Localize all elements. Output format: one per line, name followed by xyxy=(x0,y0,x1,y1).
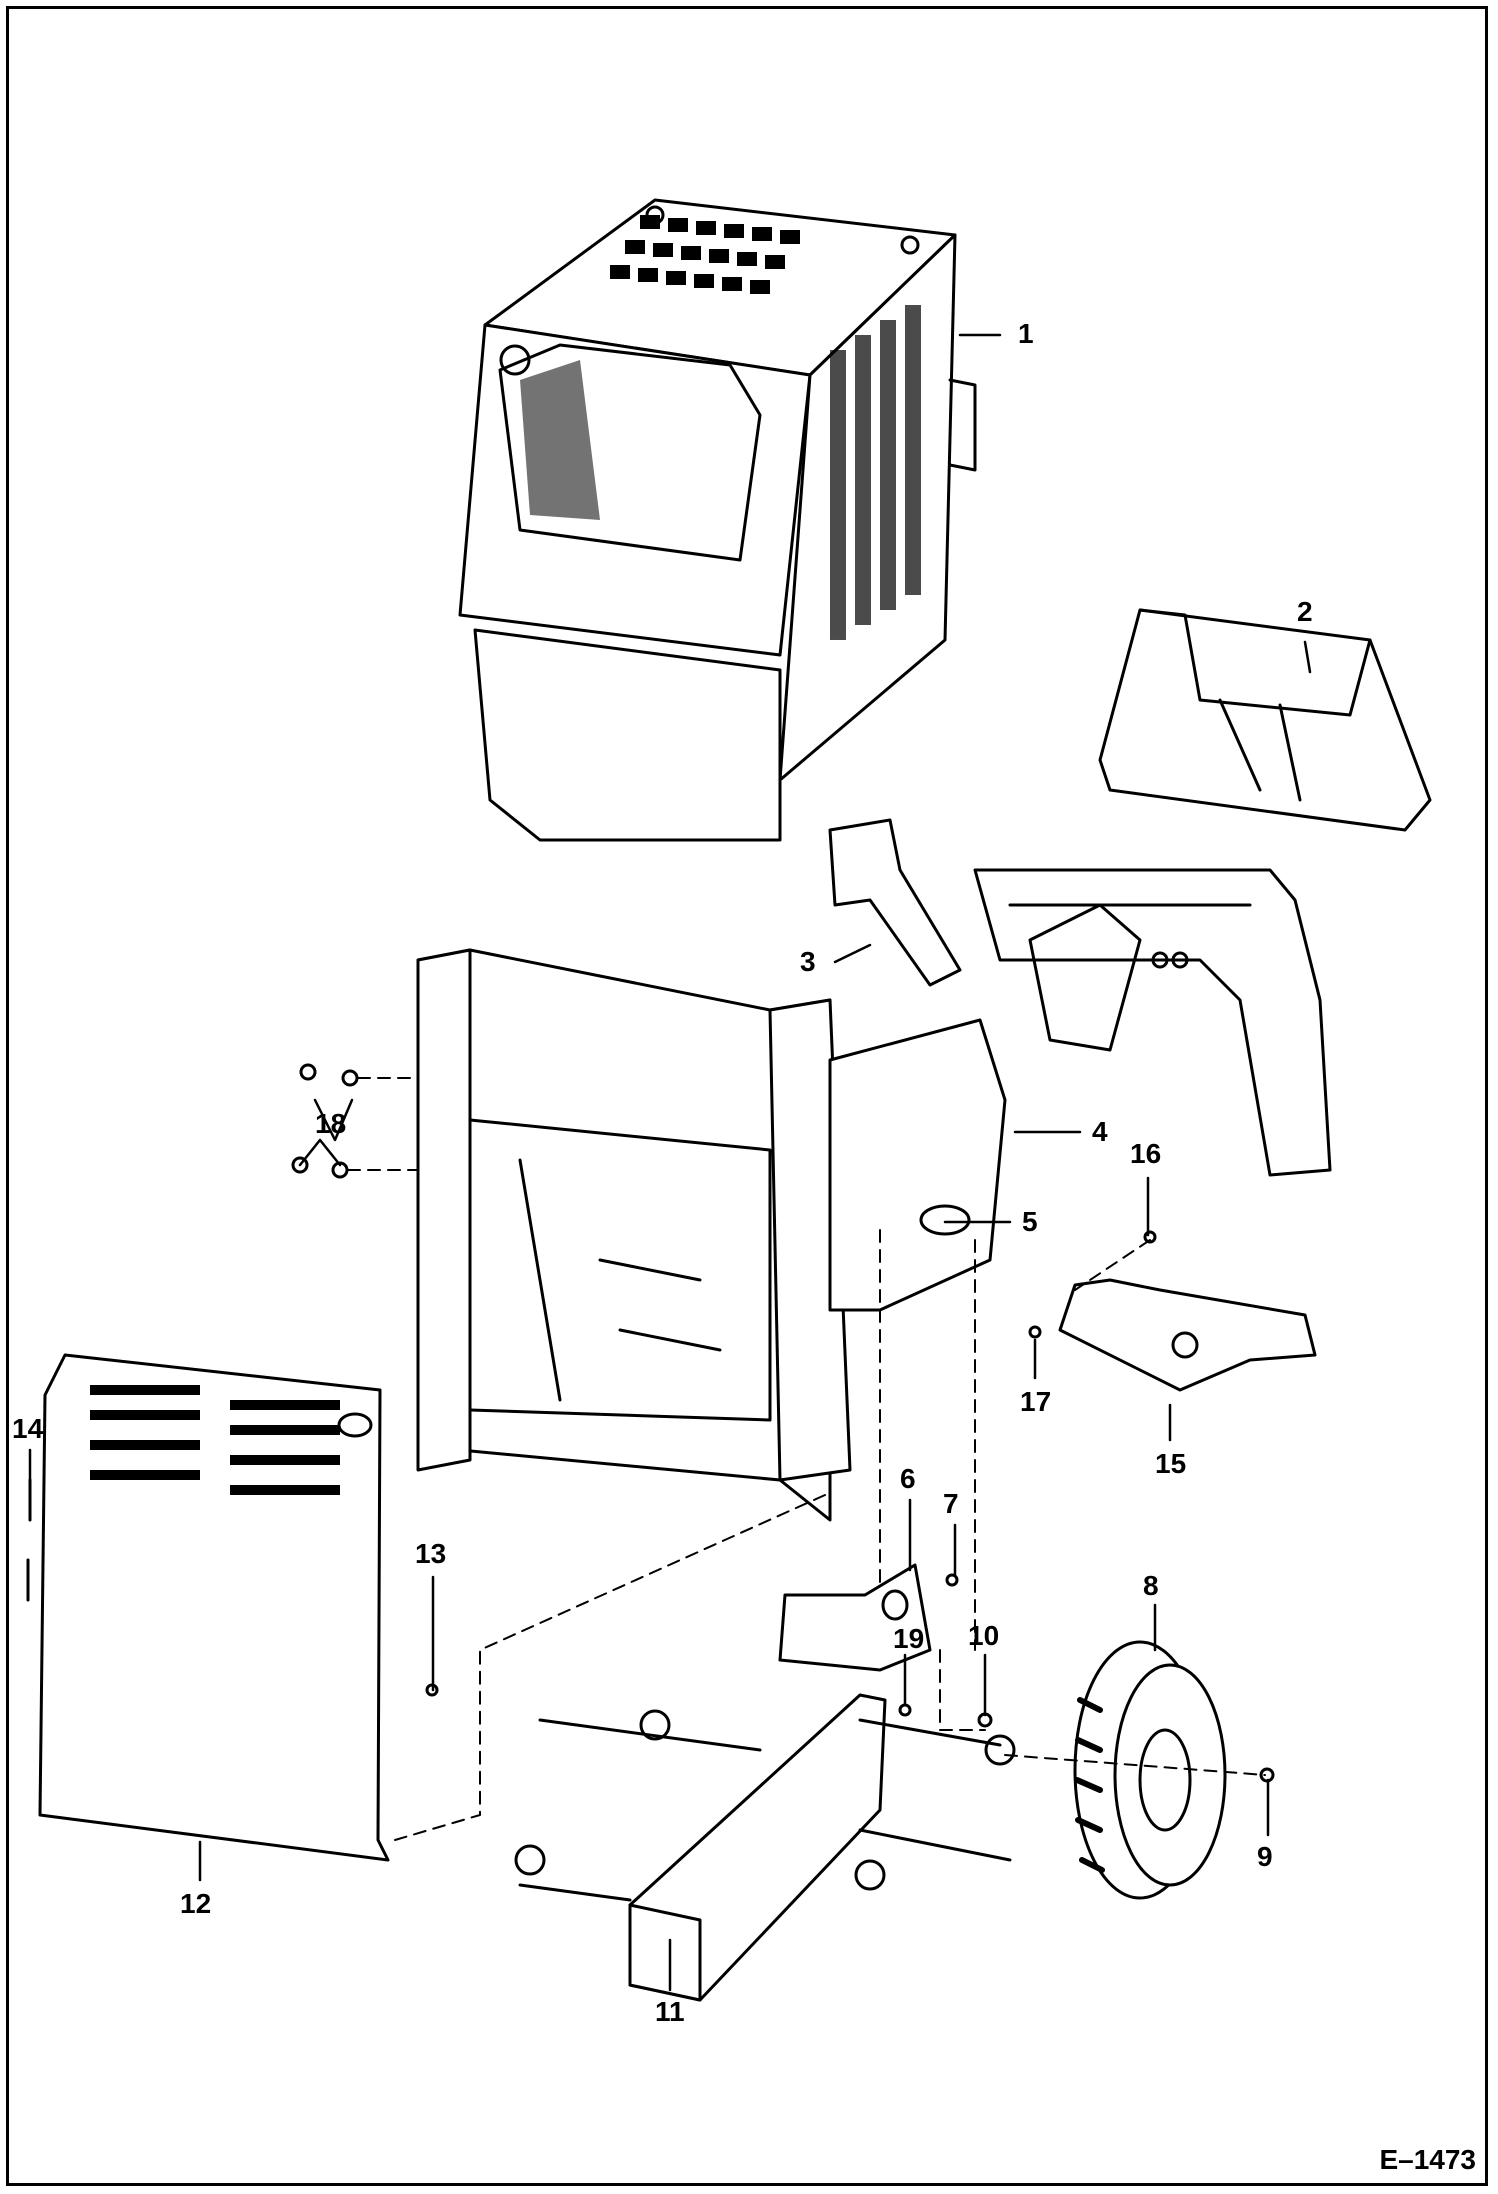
leader-lines xyxy=(28,333,1312,1992)
callout-4: 4 xyxy=(1092,1116,1108,1147)
callout-7: 7 xyxy=(943,1488,959,1519)
callout-6: 6 xyxy=(900,1463,916,1494)
callout-2: 2 xyxy=(1297,596,1313,627)
callout-18: 18 xyxy=(315,1108,347,1139)
lift-arms xyxy=(828,818,1332,1177)
figure-id: E–1473 xyxy=(1379,2144,1476,2175)
callout-8: 8 xyxy=(1143,1570,1159,1601)
callout-9: 9 xyxy=(1257,1841,1273,1872)
rear-door xyxy=(26,1353,390,1862)
callout-16: 16 xyxy=(1130,1138,1162,1169)
callout-17: 17 xyxy=(1020,1386,1052,1417)
callout-1: 1 xyxy=(1018,318,1034,349)
callout-3: 3 xyxy=(800,946,816,977)
explosion-lines xyxy=(347,1077,1266,1841)
main-frame xyxy=(416,948,1007,1522)
callout-19: 19 xyxy=(893,1623,925,1654)
callout-11: 11 xyxy=(655,1996,685,2027)
callout-14: 14 xyxy=(12,1413,44,1444)
mounting-plate xyxy=(1098,608,1432,832)
callout-15: 15 xyxy=(1155,1448,1187,1479)
diagram-frame xyxy=(6,6,1488,2186)
callout-10: 10 xyxy=(968,1620,1000,1651)
bracket xyxy=(778,1563,932,1672)
cab xyxy=(458,198,977,842)
tire-wheel xyxy=(1073,1640,1227,1900)
axle-housing xyxy=(514,1693,1016,2002)
callout-5: 5 xyxy=(1022,1206,1038,1237)
callout-13: 13 xyxy=(415,1538,447,1569)
callout-12: 12 xyxy=(180,1888,212,1919)
cover-plate xyxy=(1058,1278,1317,1392)
